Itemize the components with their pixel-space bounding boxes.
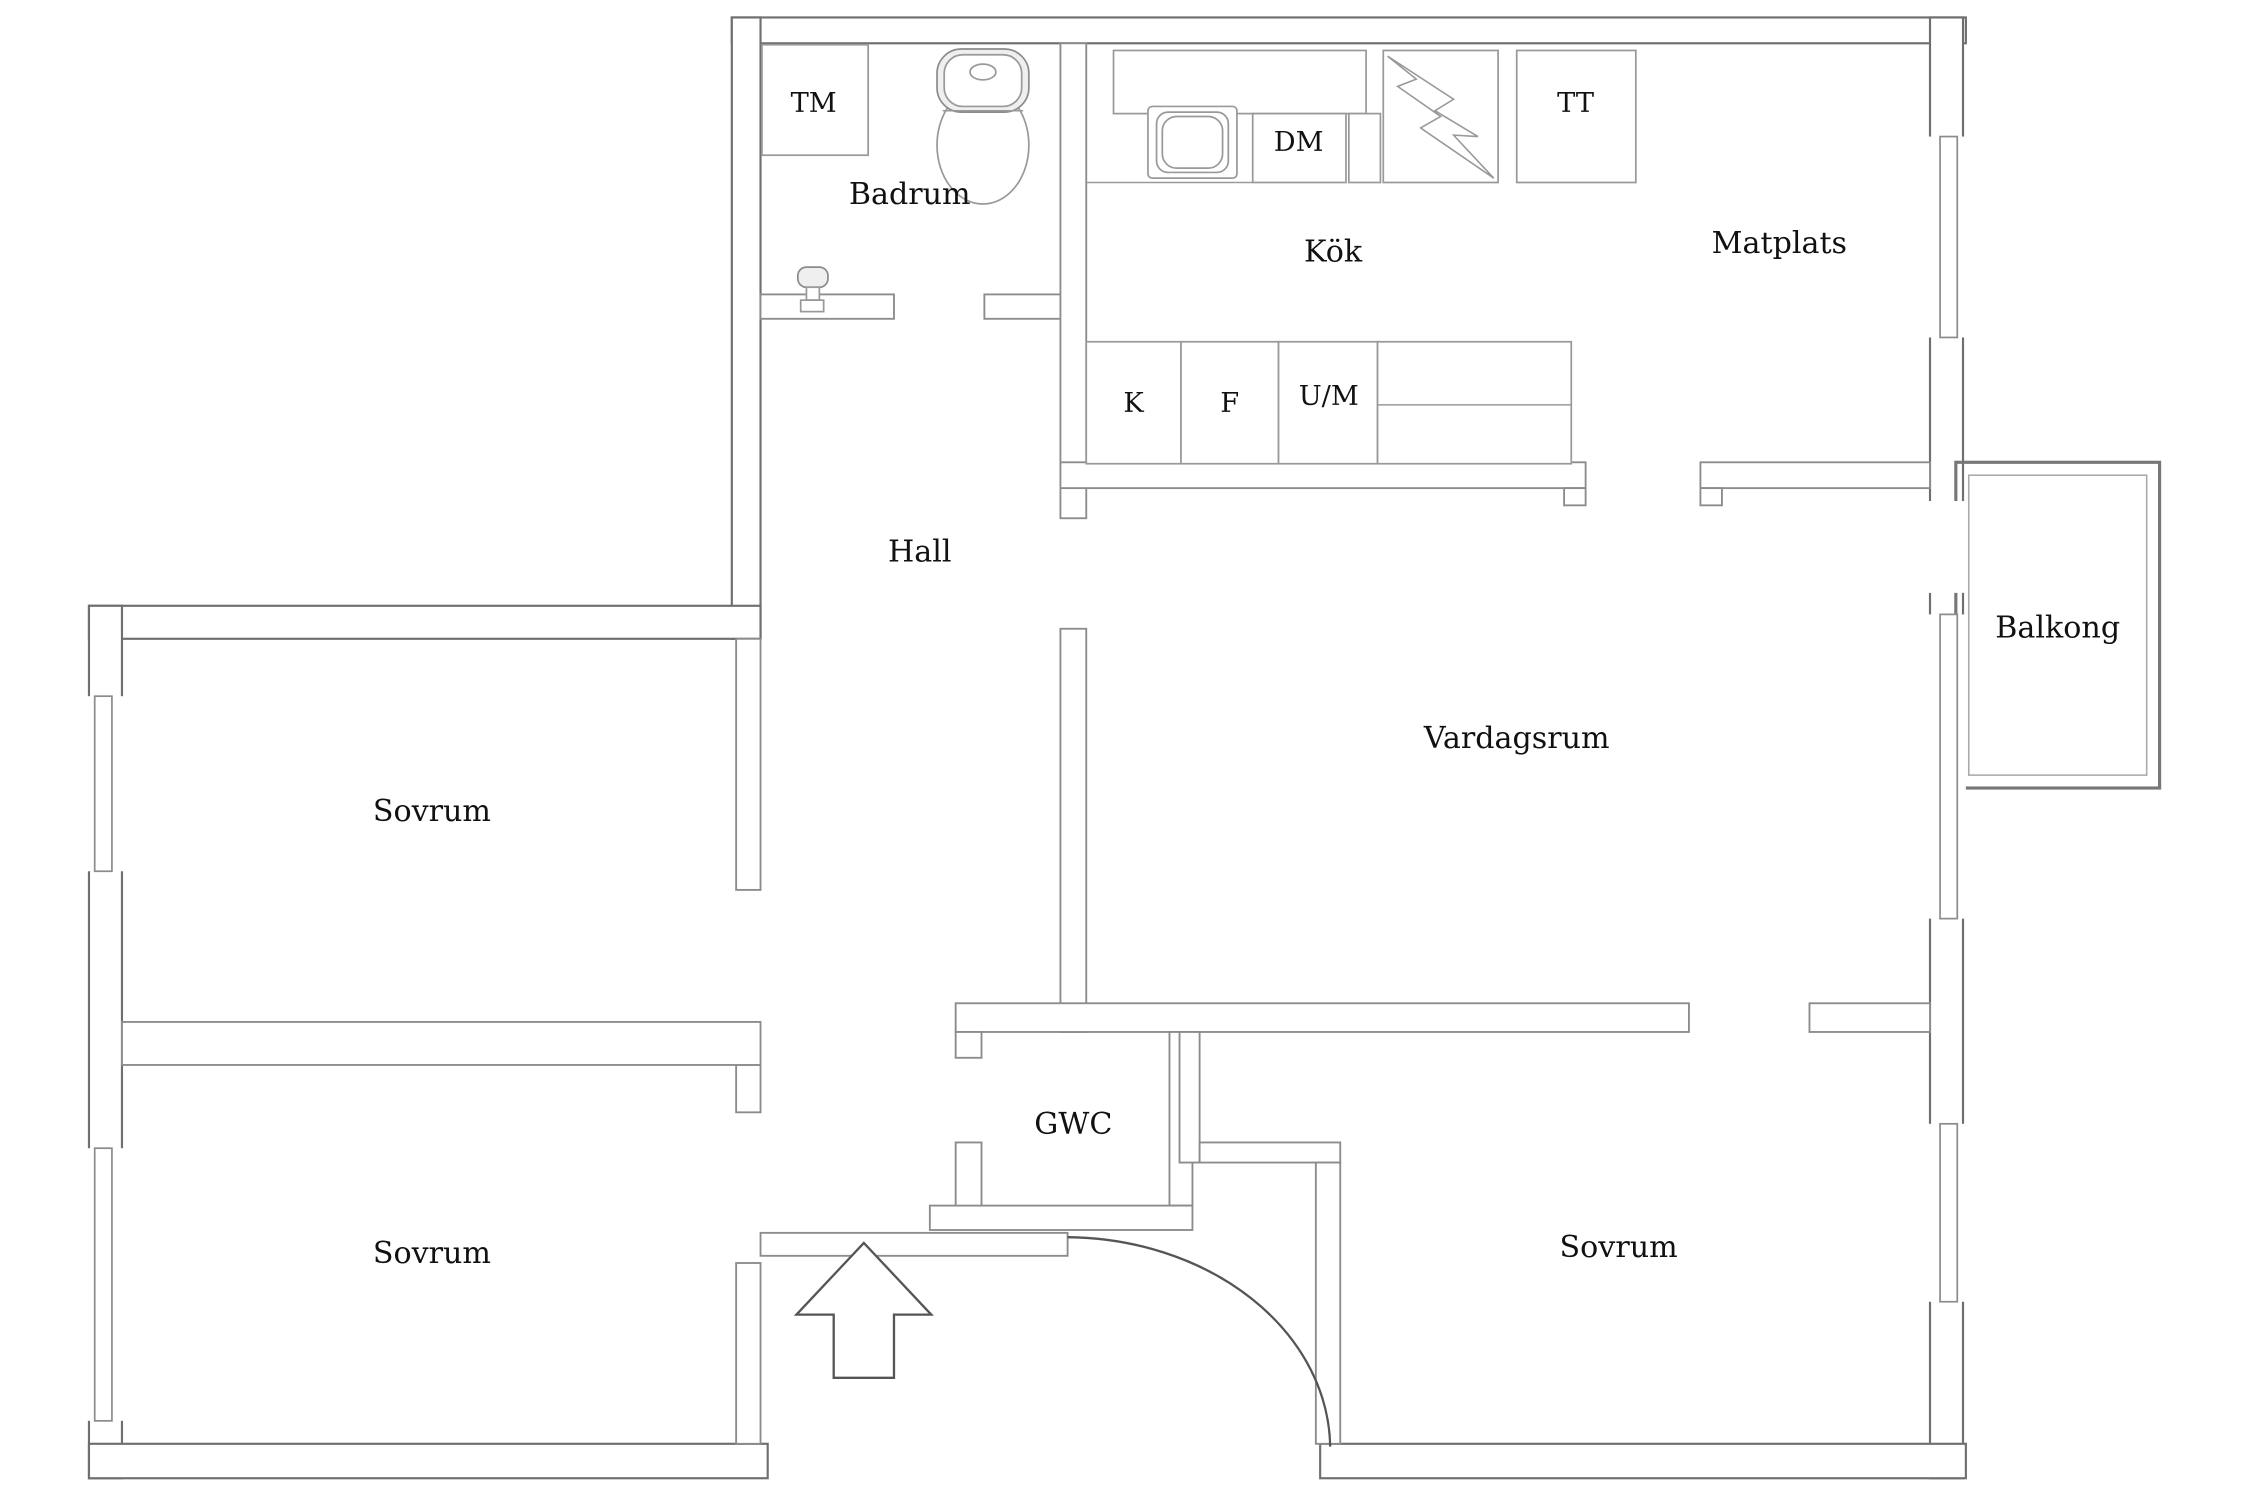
label-badrum: Badrum [849, 177, 971, 212]
wall-left-central [730, 16, 762, 640]
cabinet-narrow-box [1347, 112, 1382, 184]
window-sovrum-bottom-right [1939, 1122, 1959, 1303]
washing-machine-box [761, 43, 870, 157]
wall-hall-bedroom-c [735, 1262, 762, 1445]
wall-matplats-stub [1699, 487, 1723, 507]
label-vardagsrum: Vardagsrum [1423, 721, 1610, 756]
freezer-box [1180, 340, 1280, 465]
wall-entrance-inner [759, 1231, 1069, 1257]
wall-bedroom3-left [1314, 1161, 1342, 1445]
label-balkong: Balkong [1995, 610, 2120, 645]
wall-central-vertical-b [1059, 627, 1088, 1033]
entrance [793, 1236, 1332, 1447]
bench-box [1376, 340, 1573, 465]
dishwasher-box [1251, 112, 1347, 184]
wall-vardagsrum-bottom-b [1808, 1002, 1931, 1033]
window-vardagsrum [1939, 613, 1959, 920]
label-matplats: Matplats [1712, 226, 1847, 261]
wall-kitchen-bottom [1059, 461, 1587, 490]
oven-micro-box [1277, 340, 1379, 465]
label-kok: Kök [1304, 234, 1363, 269]
label-tm: TM [791, 88, 837, 119]
wall-bedroom3-corner-b [1198, 1141, 1342, 1164]
wall-gwc-bottom [928, 1204, 1194, 1231]
wall-bedroom3-corner-a [1178, 1031, 1201, 1164]
wall-hall-bedroom-b [735, 1064, 762, 1114]
balcony-inner [1967, 474, 2148, 776]
windows [84, 135, 1968, 1422]
wall-matplats-bottom [1699, 461, 1931, 490]
label-sovrum-top-left: Sovrum [373, 794, 491, 829]
balcony-door-opening [1927, 501, 1968, 593]
label-gwc: GWC [1034, 1107, 1112, 1142]
wall-bedroom-divider [121, 1020, 762, 1066]
bathroom-fixtures [761, 43, 1030, 313]
label-um: U/M [1299, 381, 1359, 412]
wall-badrum-bottom-a [759, 293, 895, 320]
window-matplats [1939, 135, 1959, 339]
toilet-icon [936, 48, 1030, 205]
shower-icon [796, 266, 829, 313]
window-sovrum-top-left [93, 695, 113, 873]
wall-kitchen-stub [1563, 487, 1587, 507]
entry-arrow-icon [793, 1241, 934, 1379]
label-sovrum-bottom-left: Sovrum [373, 1236, 491, 1271]
label-k: K [1123, 388, 1144, 419]
label-sovrum-bottom-right: Sovrum [1560, 1230, 1678, 1265]
sink-icon [1147, 105, 1238, 180]
label-tt: TT [1557, 88, 1594, 119]
entry-door-arc [1067, 1236, 1332, 1447]
wall-badrum-bottom-b [983, 293, 1063, 320]
room-labels: TM Badrum DM TT Kök Matplats K F U/M Hal… [373, 88, 2120, 1271]
label-hall: Hall [888, 534, 952, 569]
fridge-box [1085, 340, 1182, 465]
wall-bottom-left [87, 1442, 769, 1480]
wall-top [730, 16, 1967, 45]
kitchen-fixtures [1085, 49, 1637, 465]
wall-gwc-left-bottom-stub [954, 1141, 983, 1207]
counter [1112, 49, 1367, 115]
wall-bottom-right [1319, 1442, 1967, 1480]
wall-wing-top [87, 604, 762, 640]
label-f: F [1220, 388, 1239, 419]
wall-vardagsrum-bottom-a [954, 1002, 1690, 1033]
wall-central-vertical-a [1059, 42, 1088, 520]
window-sovrum-bottom-left [93, 1147, 113, 1422]
wall-gwc-left-top-stub [954, 1031, 983, 1059]
stove-lightning-icon [1382, 49, 1499, 184]
label-dm: DM [1274, 127, 1324, 158]
walls [87, 16, 1967, 1480]
wall-hall-bedroom-a [735, 637, 762, 891]
dryer-box [1515, 49, 1637, 184]
